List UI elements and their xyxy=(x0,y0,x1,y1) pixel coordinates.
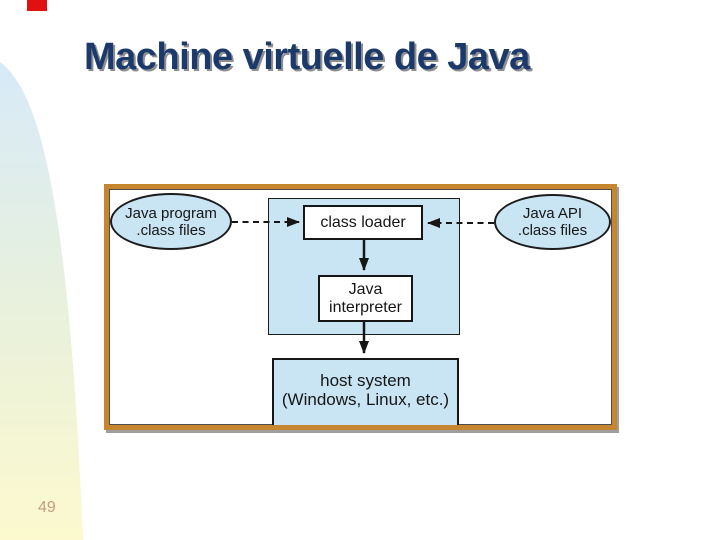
node-java-program-line1: Java program xyxy=(125,204,217,222)
page-number: 49 xyxy=(38,499,56,516)
node-java-api-line1: Java API xyxy=(522,205,583,222)
node-host-system-line2: (Windows, Linux, etc.) xyxy=(281,390,450,409)
jvm-diagram-figure: Java program .class files Java API .clas… xyxy=(104,184,617,430)
node-java-interpreter: Java interpreter xyxy=(318,275,413,322)
node-host-system-line1: host system xyxy=(320,371,411,390)
node-java-program-line2: .class files xyxy=(136,221,206,239)
page-title: Machine virtuelle de Java xyxy=(84,36,530,78)
node-java-interpreter-line2: interpreter xyxy=(329,298,402,316)
node-java-interpreter-line1: Java xyxy=(348,280,383,298)
side-gradient-decoration xyxy=(0,62,83,540)
node-java-program: Java program .class files xyxy=(110,193,232,250)
node-java-api: Java API .class files xyxy=(494,194,611,250)
node-host-system: host system (Windows, Linux, etc.) xyxy=(272,358,459,425)
node-class-loader-label: class loader xyxy=(320,213,406,231)
node-class-loader: class loader xyxy=(303,205,423,240)
curved-gradient-shape xyxy=(0,62,83,540)
red-accent-square xyxy=(27,0,47,11)
node-java-api-line2: .class files xyxy=(517,222,588,239)
